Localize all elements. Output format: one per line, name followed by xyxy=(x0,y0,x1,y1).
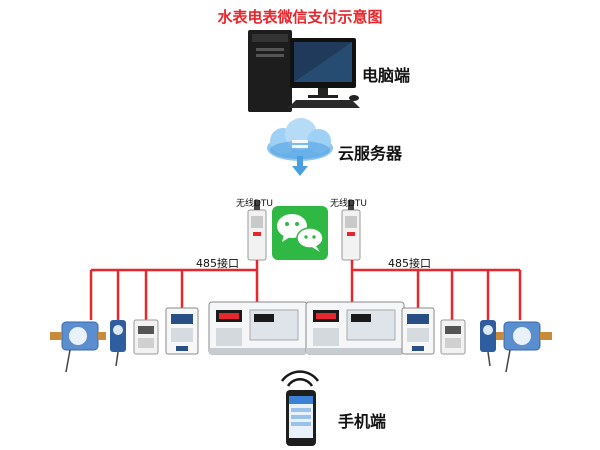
electric-meter-icon xyxy=(440,319,466,355)
electric-meter-icon xyxy=(401,307,435,355)
dtu-device-icon xyxy=(247,200,267,261)
diagram-title: 水表电表微信支付示意图 xyxy=(217,8,383,26)
wechat-icon xyxy=(272,206,328,260)
controller-device-icon xyxy=(305,301,405,355)
smartphone-icon xyxy=(286,390,316,446)
water-meter-icon xyxy=(50,321,106,373)
bus-lines xyxy=(89,260,522,320)
electric-meter-icon xyxy=(165,307,199,355)
water-meter-icon xyxy=(496,321,552,373)
mobile-label: 手机端 xyxy=(338,412,387,431)
water-meter-icon xyxy=(110,320,126,367)
cloud-server-label: 云服务器 xyxy=(338,144,403,163)
computer-label: 电脑端 xyxy=(362,66,411,85)
dtu-left-label: 无线DTU xyxy=(236,199,274,209)
interface-left-label: 485接口 xyxy=(196,257,239,270)
cloud-server-icon xyxy=(267,118,333,176)
electric-meter-icon xyxy=(133,319,159,355)
dtu-right-label: 无线DTU xyxy=(330,199,368,209)
water-meter-icon xyxy=(480,320,496,367)
controller-device-icon xyxy=(208,301,308,355)
wifi-signal-icon xyxy=(280,370,320,387)
desktop-computer-icon xyxy=(248,30,360,112)
interface-right-label: 485接口 xyxy=(388,257,431,270)
dtu-device-icon xyxy=(341,200,361,261)
